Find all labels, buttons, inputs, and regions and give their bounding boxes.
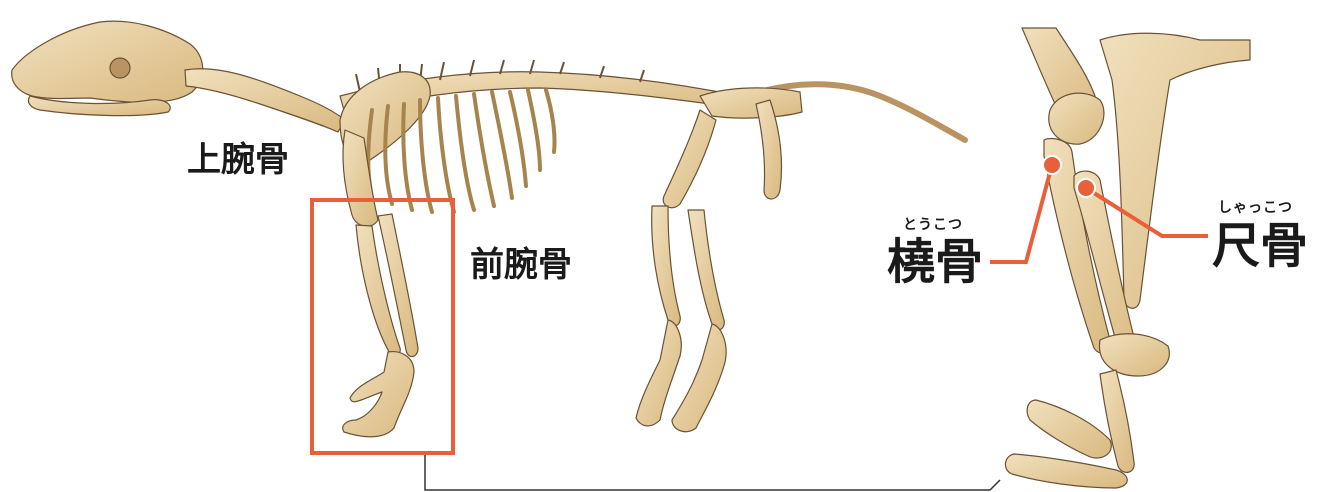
humerus-label: 上腕骨 bbox=[187, 143, 289, 177]
front-paw bbox=[343, 352, 414, 437]
hind-paw-left bbox=[636, 320, 681, 426]
ulna-label: 尺骨 bbox=[1212, 222, 1308, 270]
hind-femur bbox=[663, 110, 716, 208]
hind-tibia-right bbox=[688, 210, 724, 330]
zoom-toes bbox=[1027, 400, 1111, 458]
radius-leader bbox=[990, 156, 1061, 262]
neck-vertebrae bbox=[185, 69, 345, 132]
skull bbox=[12, 21, 203, 102]
ulna-marker-dot bbox=[1077, 179, 1095, 197]
radius-reading: とうこつ bbox=[903, 214, 963, 234]
radius-marker-dot bbox=[1043, 156, 1061, 174]
ulna-reading: しゃっこつ bbox=[1218, 197, 1293, 217]
zoom-connector-line bbox=[425, 455, 1000, 490]
zoom-carpals bbox=[1099, 334, 1169, 376]
dog-skeleton bbox=[12, 21, 965, 437]
pelvis bbox=[700, 88, 802, 118]
forearm-bones-label: 前腕骨 bbox=[470, 248, 572, 282]
zoom-metacarpals bbox=[1100, 370, 1134, 472]
hind-tibia-left bbox=[652, 206, 681, 326]
zoom-toes-lower bbox=[1005, 454, 1127, 488]
radius-label: 橈骨 bbox=[887, 238, 983, 286]
zoom-elbow bbox=[1049, 93, 1104, 144]
